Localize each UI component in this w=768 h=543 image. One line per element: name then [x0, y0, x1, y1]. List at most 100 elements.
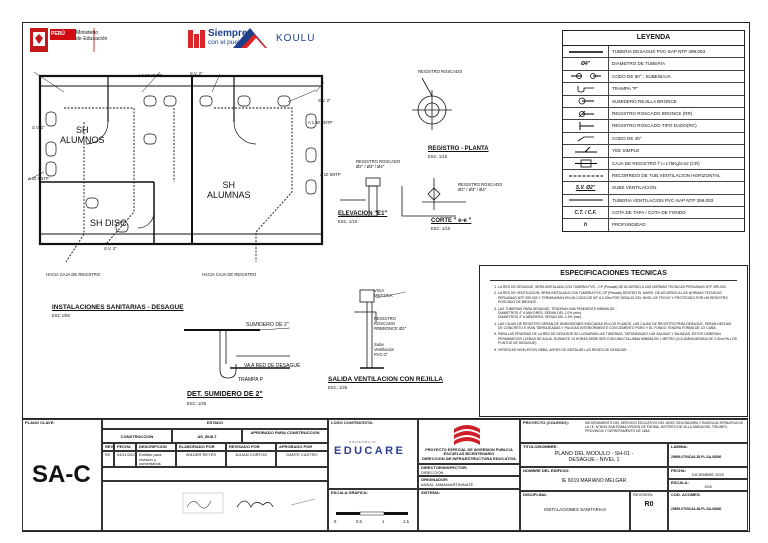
- sumidero-label: SUMIDERO DE 2": [246, 322, 289, 328]
- fecha-cell: FECHA: DICIEMBRE 2022: [668, 467, 748, 479]
- spec-item: PARA LAS PRUEBAS DE LA RED DE DESAGÜE SE…: [498, 332, 737, 345]
- as-built-label: AS_BUILT: [172, 429, 242, 443]
- elbow-45-icon: [563, 132, 609, 145]
- legend-text: RECORRIDO DE TUB.VENTILACION HORIZONTAL: [612, 172, 721, 178]
- register-box-icon: [563, 157, 609, 169]
- originador-label: ORIGINADOR:: [421, 477, 449, 482]
- spec-item: LA RED DE VENTILACION, SERA INSTALADA CO…: [498, 291, 737, 304]
- disciplina-cell: DISCIPLINA: INSTALACIONES SANITARIAS: [520, 491, 630, 531]
- fecha-label: FECHA:: [671, 468, 687, 473]
- legend-symbol: S.V. Ø2": [563, 182, 609, 194]
- elevacion-title: ELEVACION "E1": [338, 211, 388, 217]
- peru-badge-text: PERÚ: [51, 31, 65, 37]
- legend-symbol: h: [563, 219, 609, 231]
- legend-text: CAJA DE REGISTRO f´c=175Kg/cm2 (CR): [612, 160, 700, 166]
- plan-note: A 1.50 SNTP: [138, 73, 163, 78]
- fecha-value: DICIEMBRE 2022: [691, 471, 725, 477]
- legend-row: YEE SIMPLE: [563, 145, 744, 158]
- con-el-pueblo-label: con el pueblo: [208, 39, 247, 46]
- spec-item: LA RED DE DESAGUE, SERA INSTALADA CON TU…: [498, 285, 737, 289]
- legend-row: CODO DE 45°: [563, 132, 744, 146]
- proyecto-especial-cell: [418, 419, 520, 464]
- director-cell: DIRECTOR/INSPECTOR: DIRECCION: [418, 464, 520, 476]
- registro-roscado-label: REGISTRO ROSCADO: [418, 69, 463, 74]
- legend-row: CODO DE 90° : SUBE/BAJA: [563, 70, 744, 84]
- proyecto-cell: PROYECTO (COLEGIO): MEJORAMIENTO DEL SER…: [520, 419, 748, 443]
- legend-row: TUBERIA VENTILACION PVC-SAP NTP 399.003: [563, 194, 744, 208]
- signatures-icon: [182, 492, 316, 514]
- salida-label: Sube Ventilacion PVC-2": [374, 342, 395, 357]
- legend-row: S.V. Ø2"SUBE VENTILACION: [563, 182, 744, 195]
- cod-acomes-cell: COD. ACOMES: 25899-0T09CA6-38-PL-SA-0880…: [668, 491, 748, 531]
- originador-value: ANSAI, JAMAN/ARTIN/NATE: [421, 481, 474, 487]
- edificio-label: NOMBRE DEL EDIFICIO:: [523, 468, 570, 473]
- scale-tick: 1: [382, 519, 385, 524]
- elevacion-note: REGISTRO ROSCADO Ø2" / Ø3" / Ø4": [356, 159, 401, 169]
- plan-note: S.V. 2": [32, 125, 45, 130]
- cleanout-bronze-icon: [563, 107, 609, 120]
- vent-horizontal-icon: [563, 169, 609, 182]
- cod-acomes-label: COD. ACOMES:: [671, 492, 701, 497]
- plan-scale: ESC 1/50: [52, 313, 70, 318]
- aprobado-construccion-label: APROBADO PARA CONSTRUCCION: [242, 429, 328, 443]
- siempre-label: Siempre: [208, 28, 248, 39]
- estado-label: ESTADO: [102, 419, 328, 429]
- rev-header: APROBADO POR: [276, 443, 328, 451]
- spec-item: VERIFICAR NIVELES EN OBRA, ANTES DE INST…: [498, 348, 737, 352]
- plano-clave-cell: PLANO CLAVE:: [22, 419, 102, 531]
- titulo-cell: TITULO/NOMBRE: PLANO DEL MODULO - SH-01 …: [520, 443, 668, 467]
- sheet-code: SA-C: [32, 461, 91, 488]
- rev-header: FECHA: [114, 443, 136, 451]
- consorcio-label: CONSORCIO: [349, 440, 377, 444]
- plan-note: S.V. 2": [318, 98, 331, 103]
- revision-cell: REVISION: R0: [630, 491, 668, 531]
- legend-text: YEE SIMPLE: [612, 148, 640, 154]
- pipe-line-icon: [563, 46, 609, 58]
- plan-title: INSTALACIONES SANITARIAS - DESAGUE: [52, 304, 184, 311]
- rev-header: REV: [102, 443, 114, 451]
- proyecto-label: PROYECTO (COLEGIO):: [523, 420, 569, 425]
- sistema-label: SISTEMA:: [421, 490, 441, 495]
- escala-cell: ESCALA: 1/50: [668, 479, 748, 491]
- legend-text: SUBE VENTILACION: [612, 185, 657, 191]
- floor-drain-icon: [563, 95, 609, 107]
- revision-value: R0: [644, 500, 654, 508]
- titulo-label: TITULO/NOMBRE:: [523, 444, 558, 449]
- plan-note: A 10 SNTP: [320, 172, 341, 177]
- rev-cell: R0: [102, 451, 114, 467]
- peru-crest-icon: [30, 28, 48, 52]
- corte-title: CORTE " e-e ": [431, 218, 472, 224]
- cleanout-dado-icon: [563, 120, 609, 132]
- plan-note: S.V. 2": [104, 246, 117, 251]
- elbow-90-icon: [563, 70, 609, 83]
- sumidero-drawing: [184, 327, 291, 379]
- escala-label: ESCALA:: [671, 480, 689, 485]
- legend-text: CODO DE 90° : SUBE/BAJA: [612, 73, 671, 79]
- ministry-label: Ministerio de Educación: [76, 30, 108, 42]
- salida-title: SALIDA VENTILACION CON REJILLA: [328, 376, 443, 383]
- rev-header: ELABORADO POR: [176, 443, 226, 451]
- sheet-frame: [22, 22, 750, 532]
- legend-text: REGISTRO ROSCADO BRONCE (RR): [612, 110, 693, 116]
- salida-label: VIGA MESTICA: [374, 288, 393, 298]
- legend-text: TUBERIA DESAGUE PVC-SAP NTP 399.003: [612, 49, 706, 54]
- revision-label: REVISION:: [633, 492, 654, 497]
- rev-cell: DANTE CASTRO: [276, 451, 328, 467]
- rev-cell: WILDER REYES: [176, 451, 226, 467]
- scale-tick: 0.5: [356, 519, 362, 524]
- escala-grafica-label: ESCALA GRAFICA:: [331, 490, 368, 495]
- pei-logo-icon: [454, 425, 480, 445]
- plano-clave-label: PLANO CLAVE:: [25, 420, 55, 425]
- legend-title: LEYENDA: [563, 31, 744, 46]
- elevacion-scale: ESC. 1/10: [338, 219, 358, 224]
- signatures-area: [102, 481, 328, 531]
- det-sumidero-title: DET. SUMIDERO DE 2": [187, 391, 263, 398]
- legend-row: TRAMPA "P": [563, 83, 744, 96]
- peru-badge: [50, 29, 76, 40]
- legend-row: Ø4"DIAMETRO DE TUBERIA: [563, 58, 744, 71]
- lamina-value: 25899-0T09CA6-38-PL-SA-08800: [671, 454, 722, 459]
- legend-text: COTA DE TAPA / COTA DE FONDO: [612, 210, 686, 216]
- legend-text: REGISTRO ROSCADO TIPO DADO(RC): [612, 123, 697, 129]
- lamina-label: LAMINA:: [671, 444, 688, 449]
- legend-text: TRAMPA "P": [612, 86, 639, 92]
